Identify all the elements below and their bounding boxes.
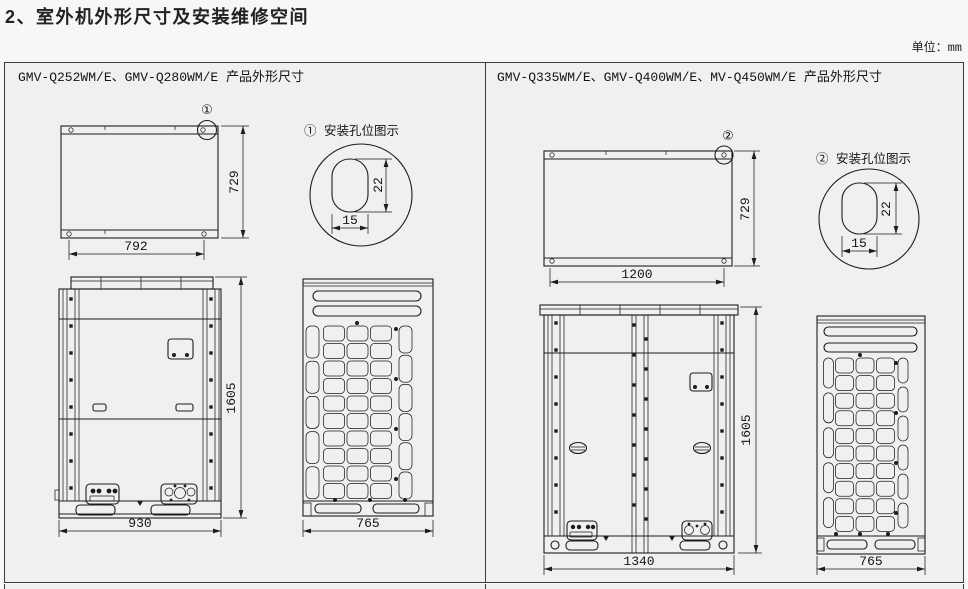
dim-top-depth-left: 729	[227, 170, 242, 193]
dim-front-width-right: 1340	[623, 554, 654, 569]
hole-highlight-circle-1	[196, 119, 218, 141]
dim-top-depth-right: 729	[738, 197, 753, 220]
dim-hole-width-right: 15	[851, 236, 867, 251]
dim-hole-height-left: 22	[371, 177, 386, 193]
top-view-drawing-right: ② 729 1200	[543, 129, 760, 287]
hole-detail-drawing-right: 22 15	[818, 168, 920, 270]
panel-left-header: GMV-Q252WM/E、GMV-Q280WM/E 产品外形尺寸	[18, 70, 305, 85]
side-view-drawing-left: 765	[302, 278, 434, 537]
left-panel-drawing: ① 729 792 22 15	[54, 103, 434, 537]
dim-side-width-right: 765	[859, 554, 882, 569]
hole-note-2: ② 安装孔位图示	[816, 153, 912, 167]
hole-highlight-circle-2	[714, 145, 734, 165]
dim-front-height-right: 1605	[739, 414, 754, 445]
top-view-drawing-left: ① 729 792	[60, 103, 249, 260]
dim-hole-width-left: 15	[342, 213, 358, 228]
unit-label: 单位：mm	[911, 41, 962, 55]
dim-side-width-left: 765	[356, 516, 379, 531]
next-table-row-edge	[4, 584, 964, 589]
callout-2-marker: ②	[722, 129, 734, 144]
dim-hole-height-right: 22	[879, 201, 894, 217]
callout-1-marker: ①	[201, 103, 213, 118]
panel-gmv-q335-q400-q450: GMV-Q335WM/E、GMV-Q400WM/E、MV-Q450WM/E 产品…	[486, 63, 963, 582]
front-view-drawing-right: 1605 1340	[539, 304, 762, 575]
side-view-drawing-right: 765	[816, 315, 926, 575]
dim-top-width-left: 792	[124, 239, 147, 254]
dim-front-height-left: 1605	[224, 382, 239, 413]
panel-right-header: GMV-Q335WM/E、GMV-Q400WM/E、MV-Q450WM/E 产品…	[497, 70, 882, 85]
dim-top-width-right: 1200	[621, 267, 652, 282]
hole-note-1: ① 安装孔位图示	[304, 125, 400, 139]
panel-gmv-q252-q280: GMV-Q252WM/E、GMV-Q280WM/E 产品外形尺寸 ① 安装孔位图…	[5, 63, 486, 582]
right-panel-drawing: ② 729 1200 22 15	[539, 129, 926, 575]
front-view-drawing-left: 1605 930	[54, 276, 247, 537]
page-title: 2、室外机外形尺寸及安装维修空间	[5, 7, 310, 27]
hole-detail-drawing-left: 22 15	[309, 143, 413, 247]
next-row-divider	[485, 584, 486, 589]
dimension-table: GMV-Q252WM/E、GMV-Q280WM/E 产品外形尺寸 ① 安装孔位图…	[4, 62, 964, 583]
dim-front-width-left: 930	[128, 516, 151, 531]
